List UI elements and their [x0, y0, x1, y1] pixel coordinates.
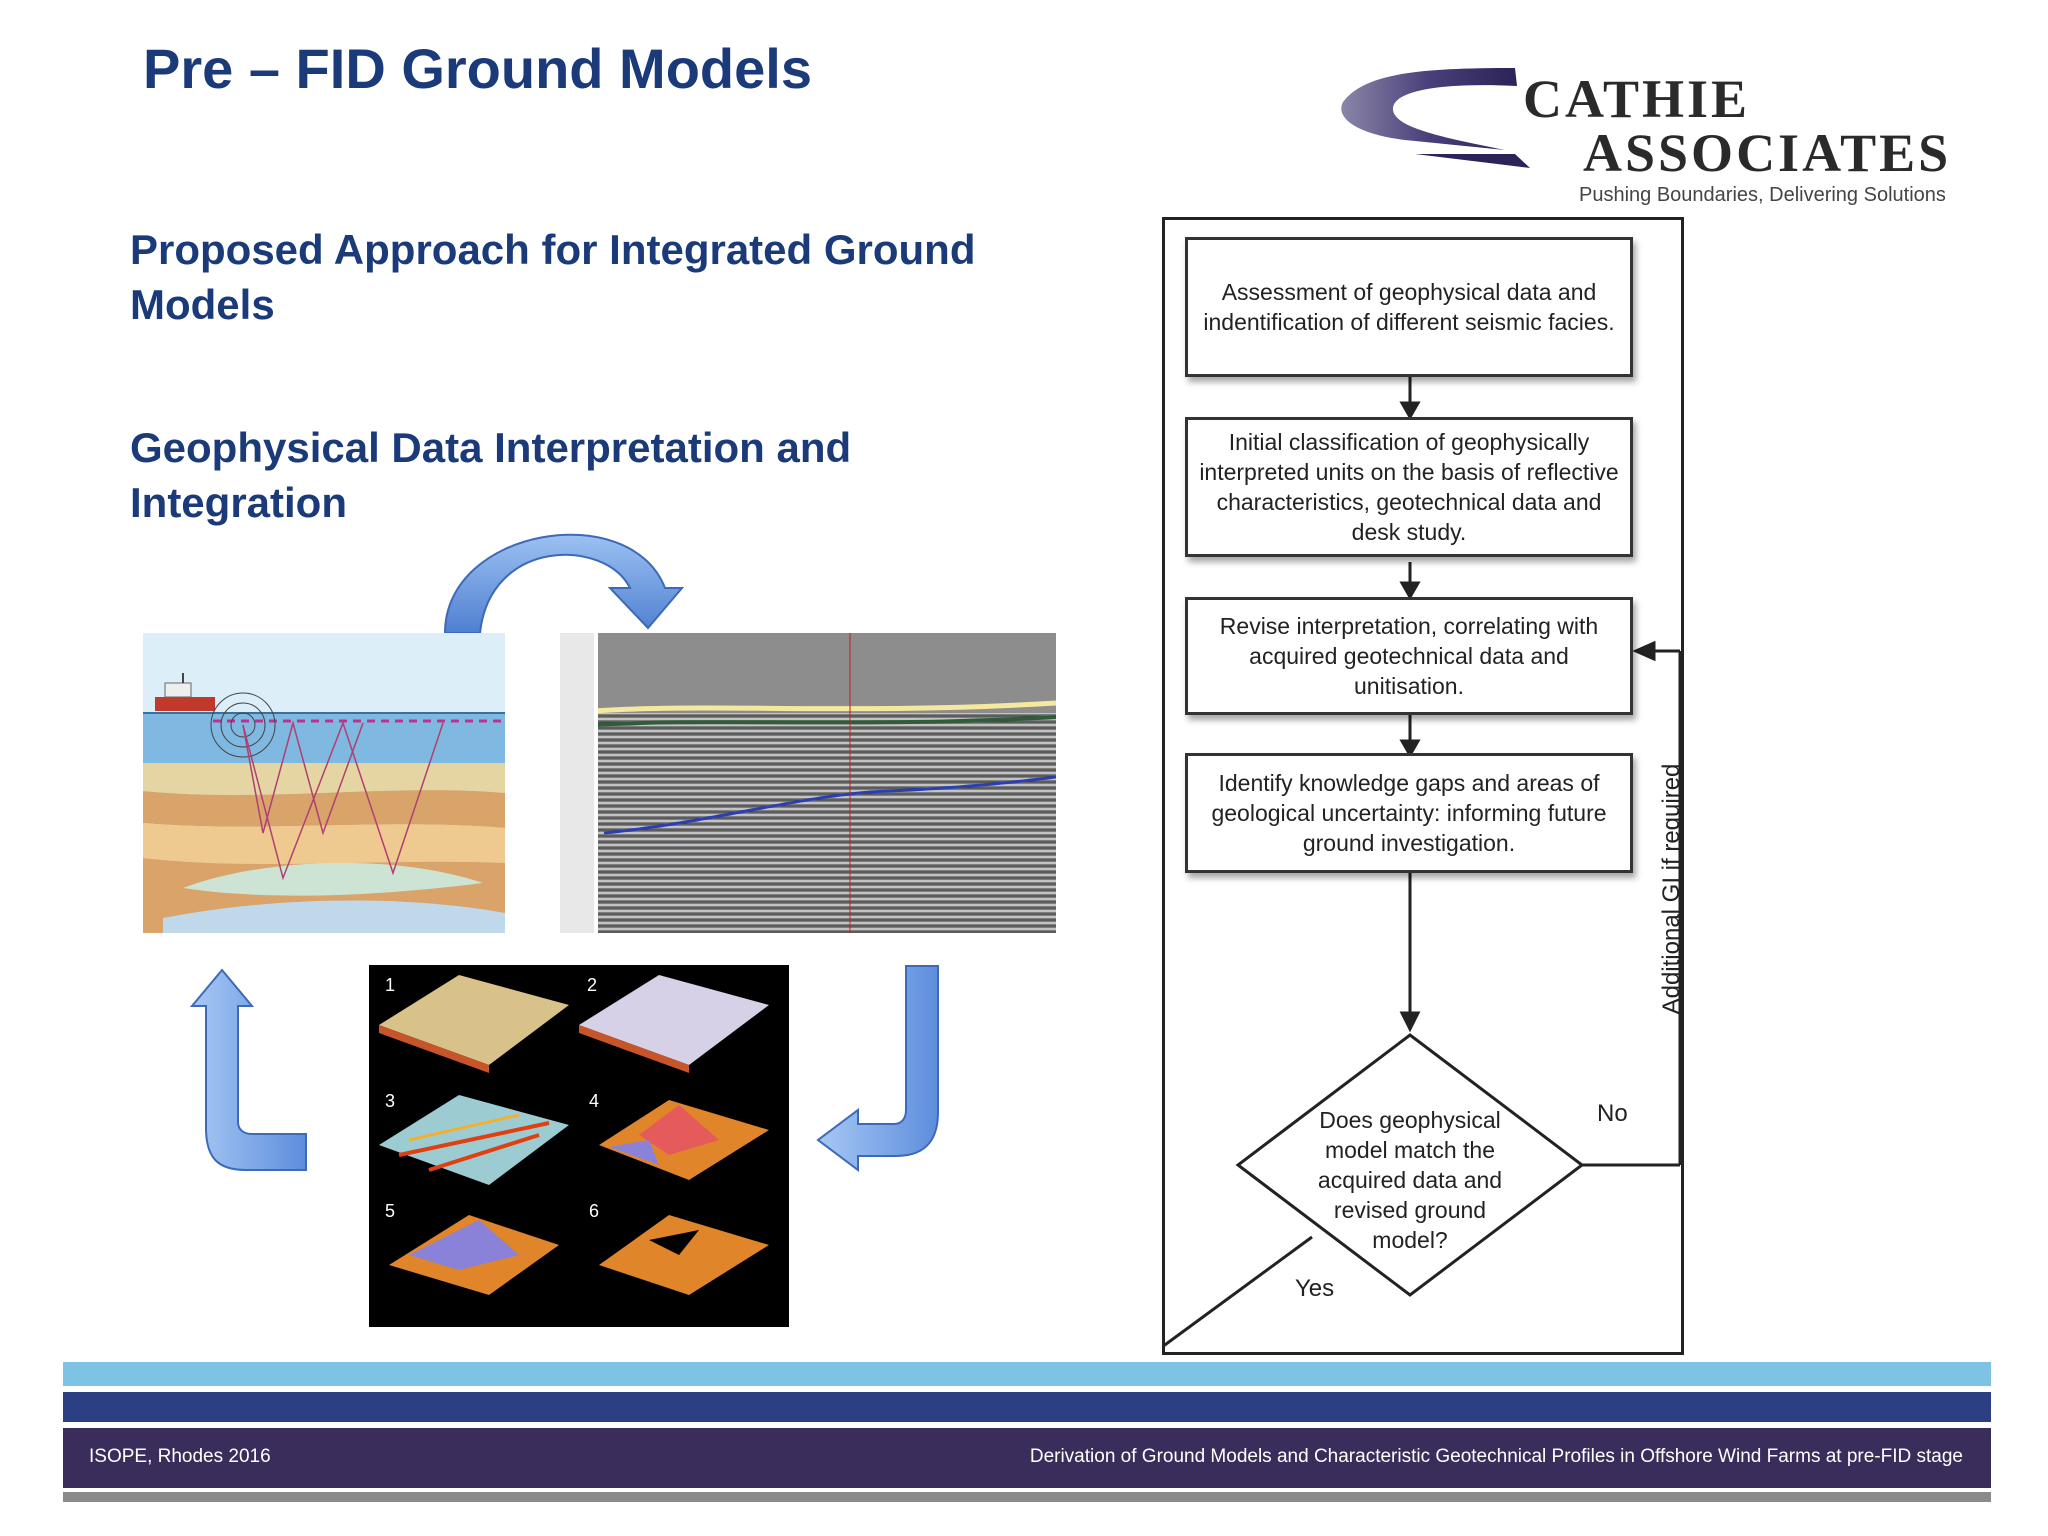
flowchart-connectors: [1162, 377, 1682, 1349]
logo-line1: Cathie: [1523, 69, 1751, 129]
footer-band-dark: ISOPE, Rhodes 2016 Derivation of Ground …: [63, 1428, 1991, 1488]
model-tile-1: [379, 975, 569, 1073]
flow-loop-label: Additional GI if required: [1658, 763, 1685, 1015]
flow-step-3: Revise interpretation, correlating with …: [1185, 597, 1633, 715]
seismic-survey-illustration: [143, 633, 505, 933]
model-label-6: 6: [589, 1201, 599, 1221]
flow-step-1: Assessment of geophysical data and inden…: [1185, 237, 1633, 377]
model-label-2: 2: [587, 975, 597, 995]
model-tile-3: [379, 1095, 569, 1185]
footer-right-text: Derivation of Ground Models and Characte…: [1029, 1446, 1963, 1467]
logo-tagline: Pushing Boundaries, Delivering Solutions: [1579, 184, 1946, 206]
flow-decision-text: Does geophysical model match the acquire…: [1317, 1107, 1503, 1253]
model-tile-4: [599, 1100, 769, 1180]
curved-arrow-icon: [443, 533, 685, 634]
flow-step-2: Initial classification of geophysically …: [1185, 417, 1633, 557]
ground-model-panel: 1 2 3 4 5 6: [369, 965, 789, 1327]
logo-line2: Associates: [1583, 123, 1952, 183]
logo-swoosh-icon: [1341, 68, 1530, 168]
footer-band-light: [63, 1362, 1991, 1386]
footer-band-grey: [63, 1492, 1991, 1502]
flow-step-4: Identify knowledge gaps and areas of geo…: [1185, 753, 1633, 873]
slide-title: Pre – FID Ground Models: [143, 37, 812, 100]
heading-proposed-approach: Proposed Approach for Integrated Ground …: [130, 226, 976, 328]
flow-no-label: No: [1597, 1100, 1628, 1127]
footer-left-text: ISOPE, Rhodes 2016: [89, 1446, 271, 1467]
model-tile-5: [389, 1215, 559, 1295]
cathie-logo: Cathie Associates Pushing Boundaries, De…: [1335, 62, 2015, 212]
seismic-profile-image: [560, 633, 1056, 933]
model-label-1: 1: [385, 975, 395, 995]
up-arrow-icon: [189, 968, 307, 1171]
model-tile-2: [579, 975, 769, 1073]
model-tile-6: [599, 1215, 769, 1295]
decision-diamond: [1235, 1033, 1585, 1297]
model-label-4: 4: [589, 1091, 599, 1111]
footer-band-mid: [63, 1392, 1991, 1422]
model-label-5: 5: [385, 1201, 395, 1221]
flow-yes-label: Yes: [1295, 1275, 1335, 1302]
down-left-arrow-icon: [816, 965, 939, 1172]
model-label-3: 3: [385, 1091, 395, 1111]
flowchart-frame: [1162, 217, 1684, 1355]
heading-geophysical-data: Geophysical Data Interpretation and Inte…: [130, 424, 852, 526]
